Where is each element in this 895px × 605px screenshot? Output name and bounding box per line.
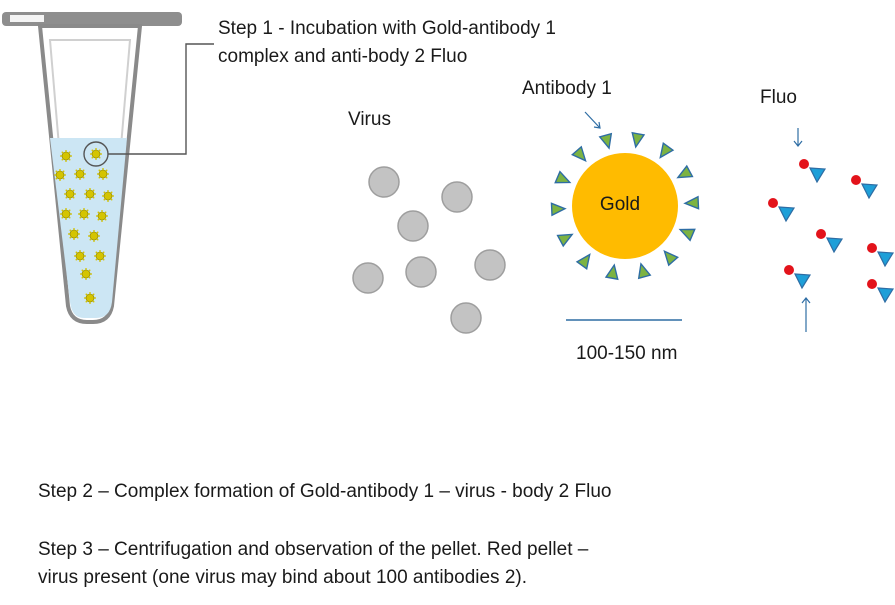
fluo-label: Fluo [760, 87, 797, 108]
particle-icon [88, 230, 100, 242]
microcentrifuge-tube-icon [2, 12, 214, 324]
arrow-icon [584, 111, 601, 129]
gold-particle [572, 153, 678, 259]
particle-icon [60, 150, 72, 162]
particle-icon [74, 168, 86, 180]
step3-text-line1: Step 3 – Centrifugation and observation … [38, 539, 589, 560]
tube-particles [54, 148, 114, 304]
virus-particle [405, 256, 437, 288]
particle-icon [97, 168, 109, 180]
particle-icon [84, 188, 96, 200]
fluo-antibody-icon [867, 243, 895, 268]
particle-icon [84, 292, 96, 304]
fluo-antibody-icon [768, 198, 796, 223]
antibody-icon [659, 141, 675, 159]
particle-icon [80, 268, 92, 280]
gold-antibody-complex [550, 131, 700, 281]
antibody-ring [550, 131, 700, 281]
tube-cap [2, 12, 182, 26]
virus-group [352, 166, 506, 334]
antibody-icon [683, 195, 700, 210]
particle-icon [90, 148, 102, 160]
step3-text-line2: virus present (one virus may bind about … [38, 567, 527, 588]
virus-particle [450, 302, 482, 334]
virus-particle [368, 166, 400, 198]
leader-line [108, 43, 214, 155]
virus-particle [352, 262, 384, 294]
antibody-icon [554, 170, 572, 184]
gold-label: Gold [600, 194, 640, 215]
fluo-antibody-group [768, 159, 895, 304]
virus-label: Virus [348, 109, 391, 130]
scale-label: 100-150 nm [576, 343, 678, 364]
virus-particle [441, 181, 473, 213]
particle-icon [54, 169, 66, 181]
fluo-antibody-icon [816, 229, 844, 254]
virus-particle [474, 249, 506, 281]
antibody1-label: Antibody 1 [522, 78, 612, 99]
antibody-icon [598, 132, 613, 150]
arrow-icon [793, 128, 803, 147]
fluo-antibody-icon [784, 265, 812, 290]
fluo-antibody-icon [799, 159, 827, 184]
antibody-icon [631, 131, 646, 149]
fluo-antibody-icon [851, 175, 879, 200]
antibody-icon [556, 233, 574, 248]
antibody-icon [575, 253, 591, 271]
virus-particle [397, 210, 429, 242]
antibody-icon [550, 202, 567, 217]
antibody-icon [676, 164, 694, 179]
particle-icon [64, 188, 76, 200]
particle-icon [68, 228, 80, 240]
fluo-antibody-icon [867, 279, 895, 304]
antibody-icon [678, 228, 696, 242]
antibody-icon [663, 249, 679, 267]
particle-icon [60, 208, 72, 220]
step2-text: Step 2 – Complex formation of Gold-antib… [38, 481, 612, 502]
antibody-icon [604, 263, 619, 281]
step1-title-line1: Step 1 - Incubation with Gold-antibody 1 [218, 18, 556, 39]
particle-icon [96, 210, 108, 222]
particle-icon [94, 250, 106, 262]
particle-icon [74, 250, 86, 262]
particle-icon [78, 208, 90, 220]
step1-title-line2: complex and anti-body 2 Fluo [218, 46, 468, 67]
arrow-icon [801, 297, 811, 332]
antibody-icon [571, 145, 587, 163]
particle-icon [102, 190, 114, 202]
antibody-icon [637, 262, 652, 280]
